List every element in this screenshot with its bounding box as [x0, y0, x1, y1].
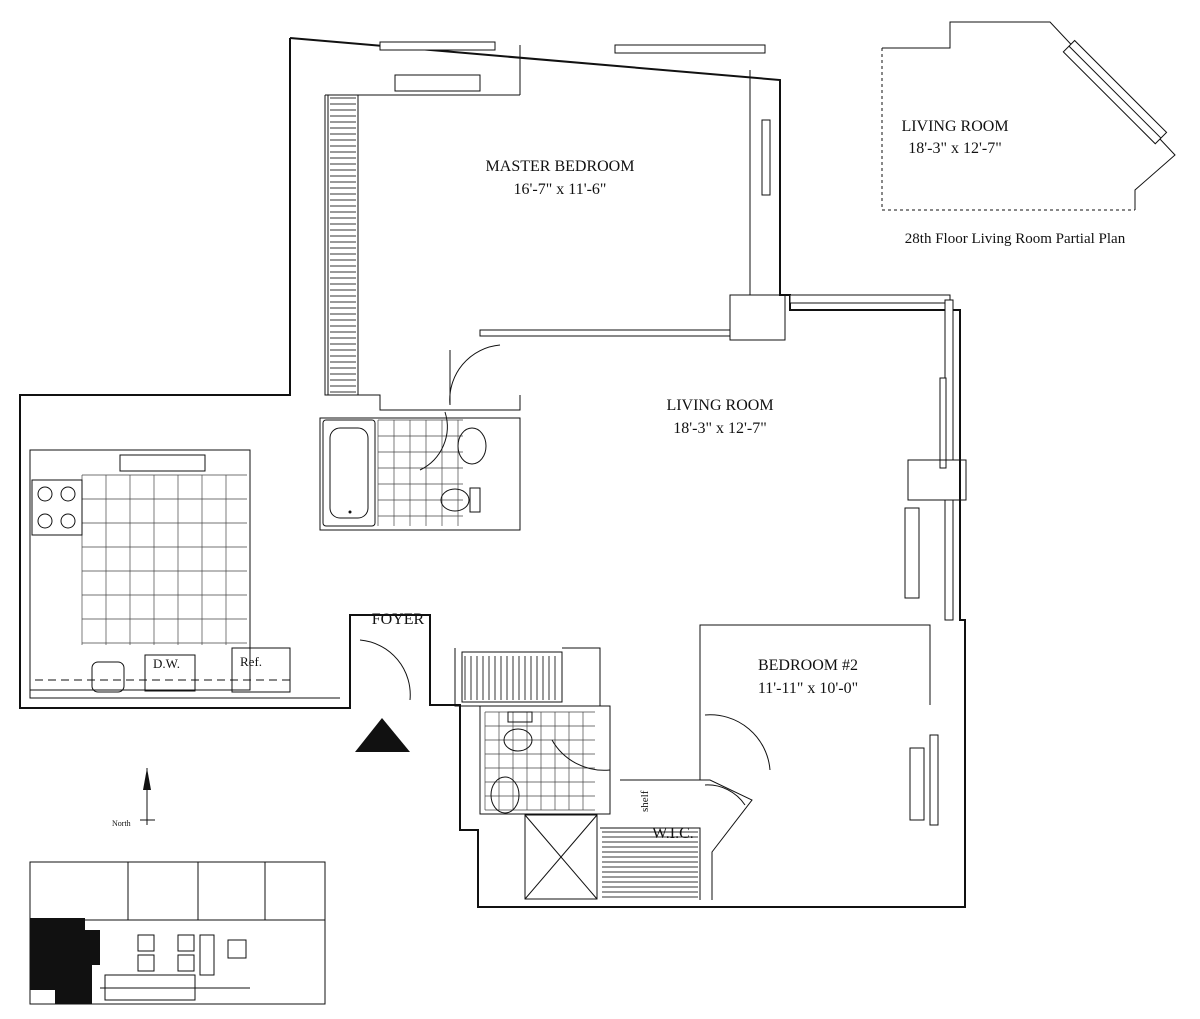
- partial-plan-room-name: LIVING ROOM: [901, 118, 1008, 135]
- partial-plan: LIVING ROOM 18'-3" x 12'-7" 28th Floor L…: [881, 21, 1176, 247]
- refrigerator-label: Ref.: [240, 654, 262, 669]
- master-bedroom-dims: 16'-7" x 11'-6": [514, 181, 607, 198]
- north-arrow: North: [112, 768, 155, 828]
- dishwasher-label: D.W.: [153, 656, 180, 671]
- living-room-dims: 18'-3" x 12'-7": [673, 420, 766, 437]
- sink: [91, 661, 125, 693]
- cooktop: [31, 479, 83, 536]
- partial-plan-caption: 28th Floor Living Room Partial Plan: [905, 231, 1126, 247]
- unit-location-highlight: [30, 918, 100, 1004]
- master-closet-shelving: [327, 94, 359, 396]
- hall-bath: [359, 639, 611, 815]
- entry-arrow-icon: [355, 718, 410, 752]
- master-bedroom: [324, 41, 790, 411]
- partial-plan-room-dims: 18'-3" x 12'-7": [908, 140, 1001, 157]
- master-bedroom-name: MASTER BEDROOM: [486, 158, 635, 175]
- foyer-label: FOYER: [372, 611, 425, 628]
- kitchen: D.W. Ref.: [29, 449, 291, 693]
- bedroom-2: [600, 624, 939, 900]
- bedroom2-name: BEDROOM #2: [758, 657, 858, 674]
- linen-closet: [524, 814, 598, 900]
- dishwasher: [144, 654, 196, 692]
- living-room-name: LIVING ROOM: [666, 397, 773, 414]
- wic-label: W.I.C.: [652, 825, 694, 842]
- bedroom2-dims: 11'-11" x 10'-0": [758, 680, 858, 697]
- shelf-label: shelf: [639, 790, 651, 812]
- north-label: North: [112, 819, 131, 828]
- key-plan: [29, 861, 326, 1005]
- master-bath: [319, 411, 521, 531]
- refrigerator: [231, 647, 291, 693]
- living-room-walls: [789, 294, 967, 621]
